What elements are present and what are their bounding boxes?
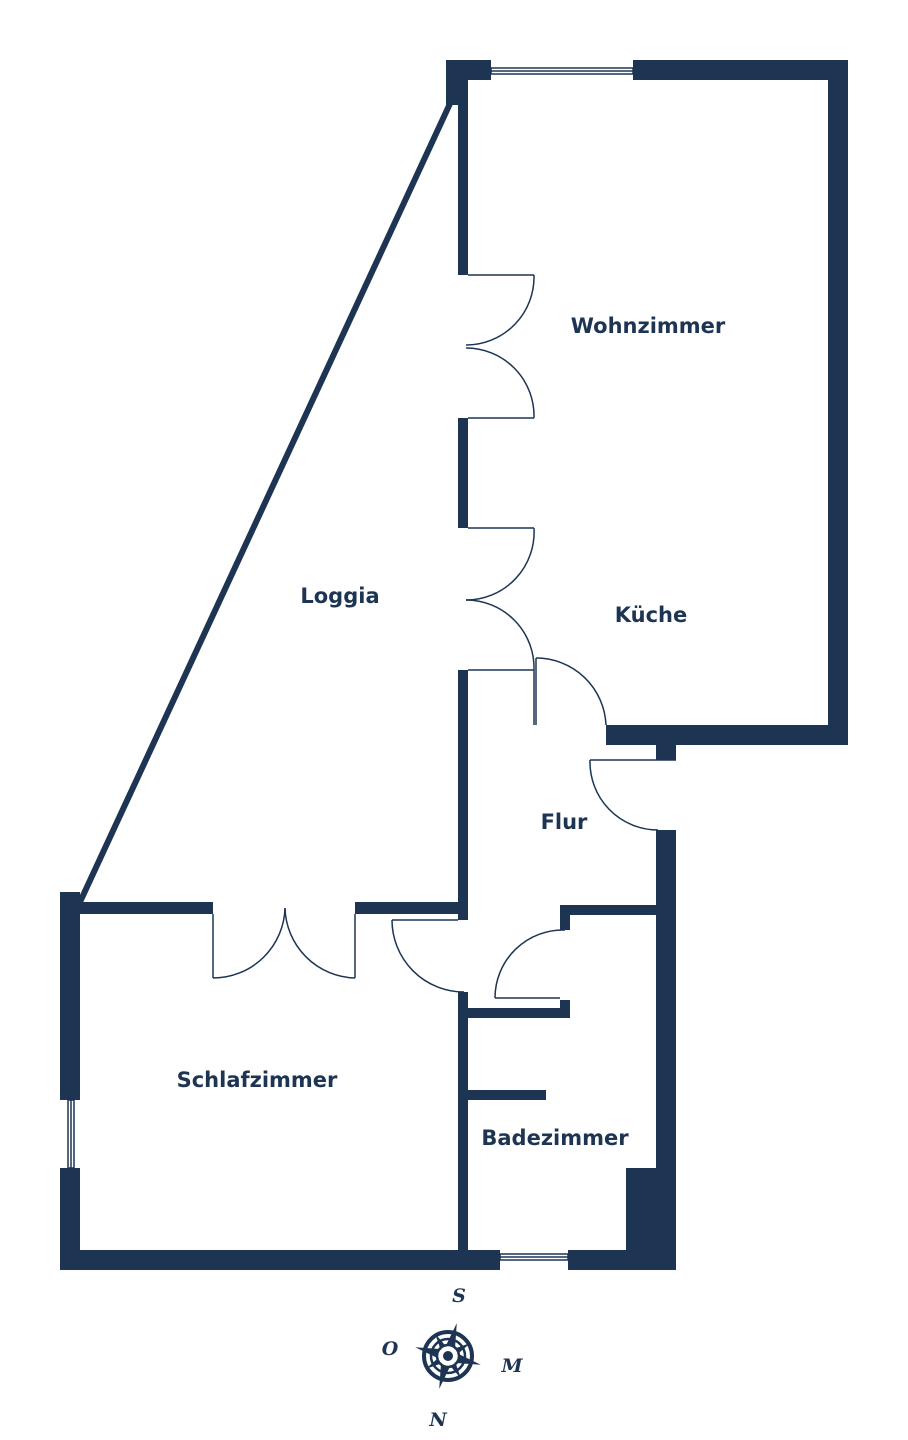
room-label-kueche: Küche — [615, 603, 688, 627]
door-swing-icon — [465, 527, 535, 725]
wall-living-left-3 — [458, 670, 468, 920]
compass-north: N — [428, 1409, 447, 1431]
wall-bedroom-left-2 — [60, 1168, 80, 1270]
wall-bottom-left — [60, 1250, 500, 1270]
room-label-wohnzimmer: Wohnzimmer — [571, 314, 726, 338]
door-swing-icon — [494, 929, 566, 999]
wall-center-vertical — [458, 992, 468, 1270]
wall-stub-flur — [656, 725, 676, 760]
wall-bedroom-top-left — [60, 902, 213, 914]
loggia-railing — [77, 80, 463, 904]
wall-living-left-1 — [458, 80, 468, 275]
wall-flur-right — [656, 830, 676, 1270]
compass-rose-icon — [415, 1323, 481, 1389]
compass-west: O — [382, 1338, 399, 1360]
wall-top-right — [633, 60, 848, 80]
door-swing-icon — [465, 274, 535, 419]
wall-bath-shelf-1 — [466, 1008, 570, 1018]
doors — [212, 274, 676, 999]
wall-living-left-2 — [458, 418, 468, 528]
door-swing-icon — [212, 907, 356, 979]
door-swing-icon — [589, 759, 676, 831]
room-label-schlafzimmer: Schlafzimmer — [177, 1068, 338, 1092]
wall-bedroom-top-right — [355, 902, 468, 914]
walls — [60, 60, 848, 1270]
door-swing-icon — [391, 919, 465, 993]
wall-kitchen-bottom — [606, 725, 848, 745]
wall-bath-top — [560, 905, 656, 915]
wall-bath-shelf-2 — [466, 1090, 546, 1100]
room-label-loggia: Loggia — [300, 584, 379, 608]
door-swing-icon — [535, 657, 607, 726]
compass-east: M — [500, 1355, 523, 1377]
wall-right — [828, 60, 848, 745]
wall-bedroom-left-1 — [60, 892, 80, 1100]
wall-bottom-right — [568, 1250, 676, 1270]
compass-south: S — [452, 1285, 466, 1307]
room-label-badezimmer: Badezimmer — [481, 1126, 629, 1150]
windows — [67, 67, 634, 1261]
room-label-flur: Flur — [541, 810, 588, 834]
wall-bath-top-stub — [560, 905, 570, 930]
